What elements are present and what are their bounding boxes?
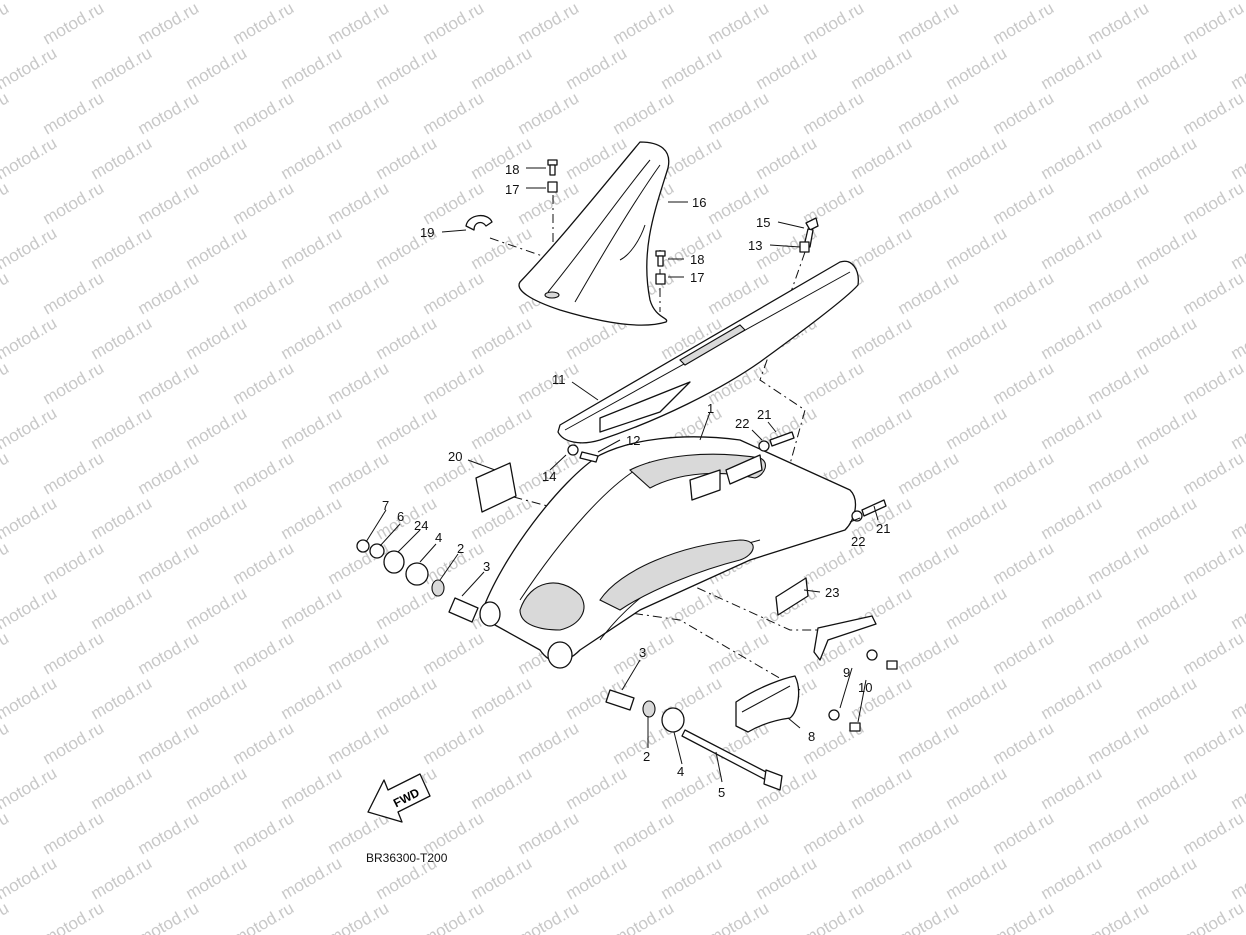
figure-id: BR36300-T200 (366, 851, 448, 865)
rear-fender (518, 141, 670, 326)
callout-16: 16 (692, 195, 706, 210)
callout-3-lower: 3 (639, 645, 646, 660)
callout-14: 14 (542, 469, 556, 484)
callout-13: 13 (748, 238, 762, 253)
callout-24: 24 (414, 518, 428, 533)
callout-8: 8 (808, 729, 815, 744)
callout-12: 12 (626, 433, 640, 448)
callout-15: 15 (756, 215, 770, 230)
leader-lines (365, 167, 879, 783)
forward-arrow: FWD (367, 773, 431, 823)
callout-17-right: 17 (690, 270, 704, 285)
callout-2-left: 2 (457, 541, 464, 556)
swingarm (479, 436, 857, 669)
callout-18-right: 18 (690, 252, 704, 267)
callout-1: 1 (707, 401, 714, 416)
callout-22-top: 22 (735, 416, 749, 431)
callout-4-left: 4 (435, 530, 442, 545)
callout-11: 11 (552, 372, 566, 387)
callout-23: 23 (825, 585, 839, 600)
callout-5: 5 (718, 785, 725, 800)
fender-fasteners-right (655, 250, 666, 285)
callout-17-top: 17 (505, 182, 519, 197)
callout-19: 19 (420, 225, 434, 240)
bolts-9-10 (828, 649, 898, 732)
callouts: 18 17 19 16 15 13 18 17 11 1 22 21 12 14… (382, 162, 890, 800)
pivot-parts-lower (605, 689, 783, 791)
label-part-23 (775, 577, 809, 616)
callout-4-lower: 4 (677, 764, 684, 779)
callout-3-left: 3 (483, 559, 490, 574)
callout-22-right: 22 (851, 534, 865, 549)
label-part-20 (475, 462, 517, 513)
callout-6: 6 (397, 509, 404, 524)
callout-10: 10 (858, 680, 872, 695)
callout-20: 20 (448, 449, 462, 464)
nut-and-bolt-12-14 (567, 444, 599, 463)
fender-fasteners-left (547, 159, 558, 193)
chain-guide (735, 675, 800, 733)
chain-guide-bracket (813, 615, 877, 661)
callout-9: 9 (843, 665, 850, 680)
pivot-parts-left (356, 539, 479, 623)
callout-2-lower: 2 (643, 749, 650, 764)
callout-7: 7 (382, 498, 389, 513)
callout-18-top: 18 (505, 162, 519, 177)
chain-cover (557, 260, 859, 444)
callout-21-right: 21 (876, 521, 890, 536)
callout-21-top: 21 (757, 407, 771, 422)
chain-cover-fasteners (799, 217, 819, 253)
clip-part-19 (465, 215, 493, 231)
